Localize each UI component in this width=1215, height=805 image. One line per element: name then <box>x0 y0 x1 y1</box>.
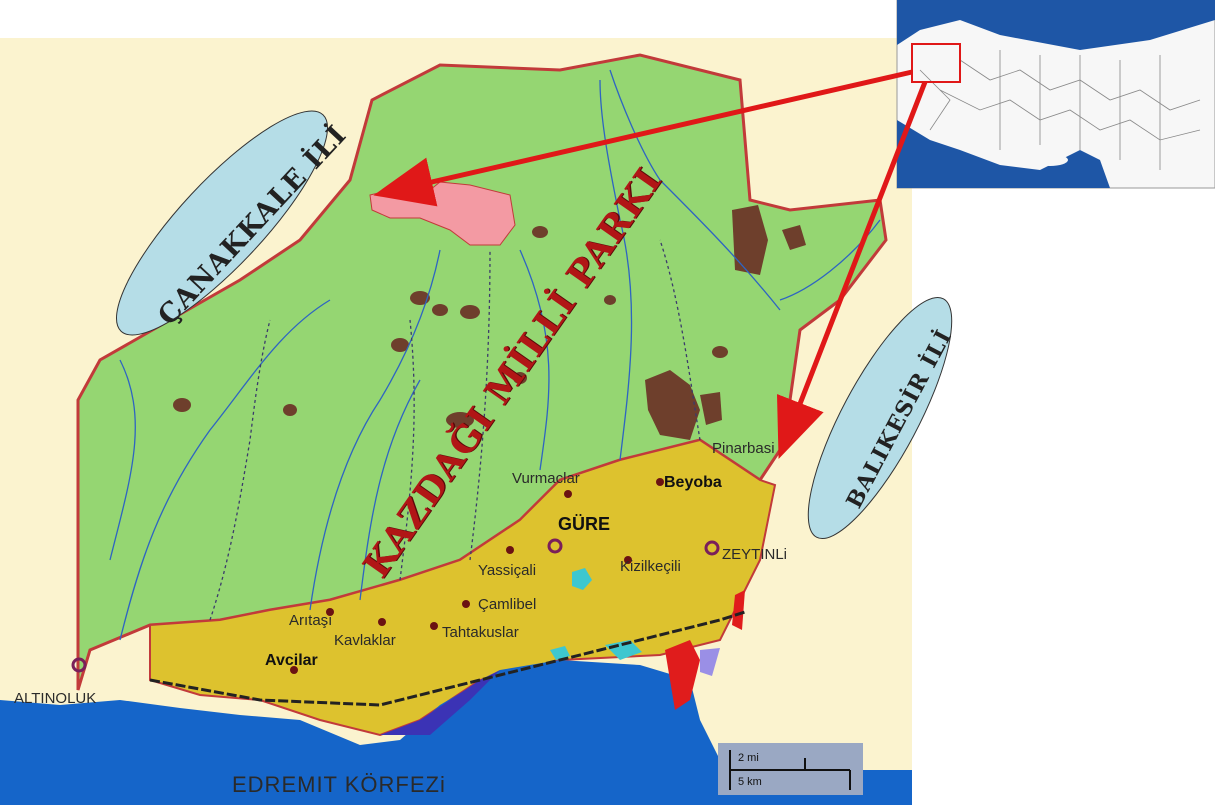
town-avcilar: Avcilar <box>265 652 318 669</box>
scale-km: 5 km <box>738 776 762 788</box>
town-markers <box>71 478 720 674</box>
town-beyoba: Beyoba <box>664 474 722 491</box>
inset-map <box>896 0 1215 189</box>
railway <box>149 610 746 707</box>
scale-bar <box>718 743 863 795</box>
arrow-icon <box>776 81 928 459</box>
town-marker-icon <box>547 538 563 554</box>
town-tahtakuslar: Tahtakuslar <box>442 624 519 641</box>
coast-red-strip <box>665 640 700 710</box>
streams <box>209 239 701 621</box>
balikesir-ellipse <box>807 296 953 540</box>
gulf-label: EDREMIT KÖRFEZi <box>232 772 446 797</box>
town-gure: GÜRE <box>558 514 611 534</box>
inset-highlight <box>911 43 961 83</box>
canakkale-ellipse <box>115 110 329 336</box>
arrow-icon <box>373 69 913 207</box>
coast-purple-strip <box>700 648 720 676</box>
town-altinoluk: ALTINOLUK <box>14 690 97 707</box>
town-pinarbasi: Pinarbasi <box>712 440 775 457</box>
town-yassicali: Yassiçali <box>478 562 537 579</box>
arrows <box>373 69 928 459</box>
town-marker-icon <box>71 657 87 673</box>
town-camlibel: Çamlibel <box>478 596 537 613</box>
town-vurmaclar: Vurmaclar <box>512 470 580 487</box>
town-zeytinli: ZEYTINLi <box>722 546 788 563</box>
rock-patches <box>173 205 806 440</box>
scale-miles: 2 mi <box>738 752 759 764</box>
town-marker-icon <box>704 540 720 556</box>
town-kavlaklar: Kavlaklar <box>334 632 396 649</box>
town-kizilkecili: Kizilkeçili <box>620 558 681 575</box>
coast-red-strip-2 <box>732 590 745 630</box>
rivers <box>109 69 881 641</box>
town-aritasi: Arıtaşı <box>289 612 333 629</box>
